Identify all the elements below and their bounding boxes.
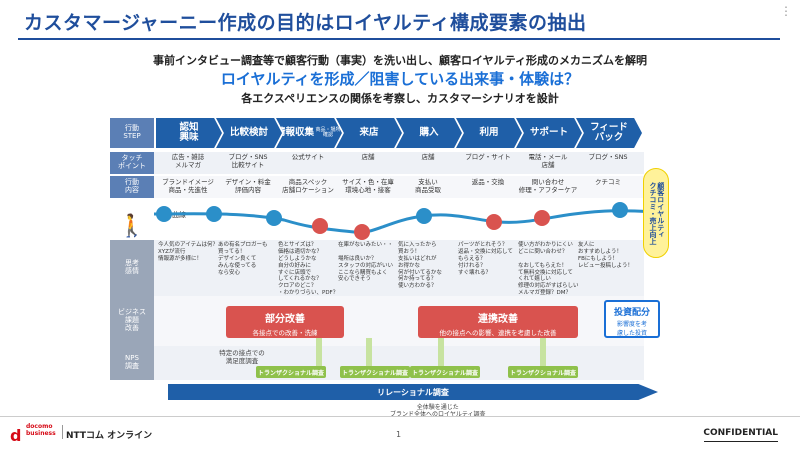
emotion-point [416,208,432,224]
transactional-survey-chip: トランザクショナル調査 [256,366,326,378]
nps-connector [366,338,372,366]
subtitle-line-3: 各エクスペリエンスの関係を考察し、カスタマーシナリオを設計 [241,92,559,105]
investment-allocation-title: 投資配分 [613,308,650,318]
step-label: 利用 [479,127,499,139]
thought-bubble: 友人に おすすめしよう！ FBにもしよう！ レビュー投稿しよう！ [578,242,634,269]
footer-divider [0,416,800,417]
emotion-point [312,218,328,234]
step-label: サポート [529,127,568,139]
relational-survey-arrow: リレーショナル調査 [168,384,658,400]
walking-person-icon: 🚶 [118,214,146,239]
step-1: 認知 興味 [156,118,222,148]
thought-bubble: あの有名ブロガーも 買ってる！ デザイン良くて みんな使ってる なら安心 [218,242,268,276]
transactional-survey-chip: トランザクショナル調査 [508,366,578,378]
touchpoint-cell: ブログ・SNS 比較サイト [228,153,268,169]
transactional-survey-chip: トランザクショナル調査 [340,366,410,378]
nps-connector [540,338,546,366]
step-5: 購入 [396,118,462,148]
confidential-label: CONFIDENTIAL [703,428,778,438]
thought-row [154,240,644,296]
transactional-survey-chip: トランザクショナル調査 [410,366,480,378]
cooperative-improvement-sub: 他の接点への影響、連携を考慮した改善 [439,329,557,337]
confidential-underline [704,441,778,442]
cooperative-improvement-title: 連携改善 [478,314,518,325]
step-3: 情報収集商品・場所確認 [276,118,342,148]
thought-bubble: 今人気のアイテムは何？ XYZが流行 情報源が多様に！ [158,242,218,262]
action-cell: 支払い 商品受取 [415,178,441,194]
logo-separator [62,425,63,439]
thought-bubble: パーツがとれそう？ 返品・交換に対応して もらえる？ 付けれる？ すぐ壊れる？ [458,242,513,276]
loyalty-outcome-text: 顧客ロイヤルティ クチコミ・売上向上 [649,181,665,245]
step-sublabel: 商品・場所確認 [315,126,341,138]
step-label: 情報収集 [276,127,315,139]
nps-connector [316,338,322,366]
step-label: 来店 [359,127,379,139]
emotion-point [206,206,222,222]
action-cell: 返品・交換 [471,178,505,186]
investment-allocation-box: 投資配分 影響度を考 慮した投資 [604,300,660,338]
action-cell: クチコミ [595,178,621,186]
partial-improvement-title: 部分改善 [265,314,305,325]
row-label-business: ビジネス 課題 改善 [110,296,154,346]
docomo-logo-mark: d [10,426,22,445]
emotion-point [266,210,282,226]
touchpoint-cell: ブログ・サイト [465,153,511,161]
relational-survey-note: 全体験を通じた ブランド全体へのロイヤルティ調査 [390,404,486,419]
subtitle-line-1: 事前インタビュー調査等で顧客行動（事実）を洗い出し、顧客ロイヤルティ形成のメカニ… [152,54,647,67]
page-number: 1 [396,430,402,439]
title-divider [18,38,780,40]
step-4: 来店 [336,118,402,148]
loyalty-outcome-badge: 顧客ロイヤルティ クチコミ・売上向上 [643,168,669,258]
action-row [154,176,644,198]
touchpoint-cell: 電話・メール 店舗 [528,153,568,169]
action-cell: ブランドイメージ 商品・先進性 [162,178,214,194]
row-label-thought: 思考 感情 [110,240,154,296]
thought-bubble: 使い方がわかりにくい どこに問い合わせ？ なおしてもらえた！ て無料交換に対応し… [518,242,579,297]
row-label-touchpoint: タッチ ポイント [110,152,154,174]
action-cell: 商品スペック 店舗ロケーション [282,178,334,194]
emotion-point [354,224,370,240]
touchpoint-cell: 店舗 [361,153,375,161]
touchpoint-cell: 公式サイト [291,153,325,161]
emotion-point [534,210,550,226]
step-8: フィード バック [576,118,642,148]
page-title: カスタマージャーニー作成の目的はロイヤルティ構成要素の抽出 [24,12,587,34]
step-label: 購入 [419,127,439,139]
partial-improvement-box: 部分改善 各接点での改善・洗練 [226,306,344,338]
more-menu-icon[interactable]: ⋮ [780,4,792,18]
partial-improvement-sub: 各接点での改善・洗練 [252,329,318,337]
emotion-curve [154,202,654,240]
step-7: サポート [516,118,582,148]
thought-bubble: 気に入ったから 買おう！ 支払いはどれが お得かな 何が付いてるかな 何か持って… [398,242,442,290]
touchpoint-row [154,152,644,174]
action-cell: 問い合わせ 修理・アフターケア [518,178,578,194]
journey-steps: 認知 興味 比較検討情報収集商品・場所確認 来店 購入 利用 サポート フィード バック [156,118,656,148]
step-label: 認知 興味 [179,122,199,143]
cooperative-improvement-box: 連携改善 他の接点への影響、連携を考慮した改善 [418,306,578,338]
thought-bubble: 色とサイズは？ 価格は適切かな？ どうしようかな 自分の好みに すぐに店頭で し… [278,242,339,297]
subtitle-headline: ロイヤルティを形成／阻害している出来事・体験は？ [220,70,580,88]
emotion-point [486,214,502,230]
investment-allocation-sub: 影響度を考 慮した投資 [616,321,647,337]
docomo-business-logo: docomo business [26,423,56,437]
touchpoint-cell: ブログ・SNS [588,153,628,161]
step-2: 比較検討 [216,118,282,148]
touchpoint-cell: 広告・雑誌 メルマガ [171,153,205,169]
emotion-point [156,206,172,222]
step-label: 比較検討 [229,127,268,139]
nps-satisfaction-note: 特定の接点での 満足度調査 [219,349,265,365]
ntt-com-online-logo: NTTコム オンライン [66,431,153,441]
nps-connector [438,338,444,366]
action-cell: サイズ・色・在庫 環境心地・接客 [342,178,394,194]
touchpoint-cell: 店舗 [421,153,435,161]
step-6: 利用 [456,118,522,148]
step-label: フィード バック [590,122,628,143]
row-label-nps: NPS 調査 [110,346,154,380]
action-cell: デザイン・料金 評価内容 [225,178,271,194]
row-label-action: 行動 内容 [110,176,154,198]
thought-bubble: 在庫がないみたい・・ 場所は良いか？ スタッフの対応がいい ここなら購買もよく … [338,242,394,283]
row-label-step: 行動 STEP [110,118,154,148]
emotion-point [612,202,628,218]
